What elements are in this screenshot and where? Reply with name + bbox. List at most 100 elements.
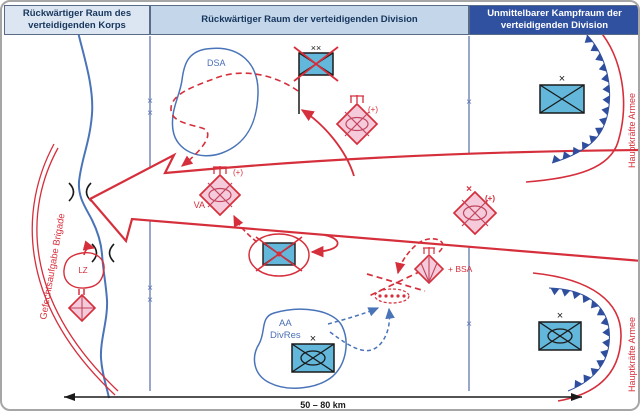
landing-zone-outline [63,252,105,289]
plus-label: (+) [368,105,378,114]
va-label: VA [194,200,205,210]
scale-label: 50 – 80 km [300,400,346,410]
attack-on-unit-arrow [310,234,339,258]
echelon-x-mark: × [466,319,472,330]
unit-to-axis-dashed-arrow [233,214,258,243]
divres-label: DivRes [270,330,301,341]
main-attack-arrow [88,148,638,262]
dsa-area-outline [171,47,259,157]
bridge-icon [108,243,115,263]
flot-tooth [595,127,604,136]
divres-assembly-area-outline [253,308,347,389]
echelon-mark: × [559,73,565,85]
destroyed-cross-icon [255,236,303,272]
attack-on-hq-arrow [300,109,355,177]
flot-tooth [602,327,610,337]
zone-header-korps: Rückwärtiger Raum des verteidigenden Kor… [4,5,150,35]
antenna-icon [350,95,364,103]
flot-tooth [596,359,605,368]
flot-tooth [599,117,607,126]
zone-header-kampfraum-label: Unmittelbarer Kampfraum der verteidigend… [487,8,622,31]
flot-tooth [590,43,599,52]
flot-tooth [562,151,571,160]
scale-bar: 50 – 80 km [64,393,582,410]
lz-to-bridge-arrow [82,240,96,256]
flot-tooth [602,84,610,94]
aa-label: AA [279,318,292,329]
flot-tooth [601,73,609,83]
flot-tooth [589,135,598,144]
encirclement-ellipse [248,233,310,277]
enemy-unit-raid [335,95,379,146]
bsa-label: + BSA [448,264,473,274]
obstacle-x [366,270,426,297]
unit-destroyed-encircled [248,233,310,277]
bsa-dashed-arrow [395,237,444,275]
flot-tooth [590,368,599,376]
zone-header-korps-label: Rückwärtiger Raum des verteidigenden Kor… [22,8,132,31]
unit-division-reserve: × [291,333,335,373]
echelon-x-mark: × [147,283,153,294]
flot-tooth [572,291,581,300]
divres-move-arrow-2 [329,307,395,352]
flot-tooth [550,288,560,296]
enemy-unit-bsa [413,247,445,285]
flot-tooth [582,294,591,303]
flot-tooth [598,63,607,72]
minefield-symbol [374,288,410,304]
divres-move-arrow-1 [327,307,380,325]
flot-arc-bottom-right [532,272,622,402]
lz-label: LZ [78,266,87,275]
flot-tooth [584,35,593,43]
hauptkraefte-label-bottom: Hauptkräfte Armee [627,317,637,392]
unit-brigade-bottom-right: × [538,310,582,351]
flot-arc-top-right [525,29,625,183]
brigade-mission-arc [31,143,119,396]
flot-tooth [602,338,610,348]
bridge-icon [68,182,75,202]
zone-header-kampfraum: Unmittelbarer Kampfraum der verteidigend… [469,5,638,35]
hauptkraefte-red-line [525,29,625,183]
zone-header-division-rear-label: Rückwärtiger Raum der verteidigenden Div… [201,14,418,26]
flot-tooth [583,374,592,383]
flot-tooth [574,379,583,389]
echelon-mark: × [466,184,472,195]
antenna-icon [213,166,227,174]
raid-route-dashed [170,72,299,167]
zone-header-division-rear: Rückwärtiger Raum der verteidigenden Div… [150,5,469,35]
lz-unit-connector [78,289,85,295]
flot-tooth [601,106,609,116]
antenna-icon [423,247,435,254]
hauptkraefte-red-line [532,272,622,402]
enemy-unit-brigade: × [452,184,498,236]
gefechtsaufgabe-label: Gefechtsaufgabe Brigade [38,212,68,320]
echelon-x-mark: × [147,108,153,119]
echelon-mark: × [557,310,563,322]
plus-label: (+) [233,168,243,177]
plus-label: (+) [485,194,495,203]
destroyed-cross-icon [293,46,339,82]
flot-tooth [572,146,581,156]
echelon-x-mark: × [147,295,153,306]
hauptkraefte-label-top: Hauptkräfte Armee [627,93,637,168]
flot-tooth [581,141,590,150]
flot-tooth [600,317,609,326]
flot-tooth [600,349,609,359]
echelon-mark: × [310,333,316,345]
flot-tooth [552,154,561,163]
echelon-x-mark: × [466,97,472,108]
echelon-mark: ×× [311,43,322,53]
river [77,31,110,399]
division-hq-flag-destroyed: ×× [293,43,339,114]
dsa-label: DSA [207,58,226,68]
enemy-unit-va [198,166,242,217]
echelon-x-mark: × [147,96,153,107]
flot-tooth [602,95,610,105]
flot-tooth [596,307,606,316]
flot-tooth [595,52,604,62]
boundary-echelon-marks: × × × × × × [147,96,472,330]
unit-brigade-top-right: × [539,73,585,114]
flot-tooth [590,300,599,309]
